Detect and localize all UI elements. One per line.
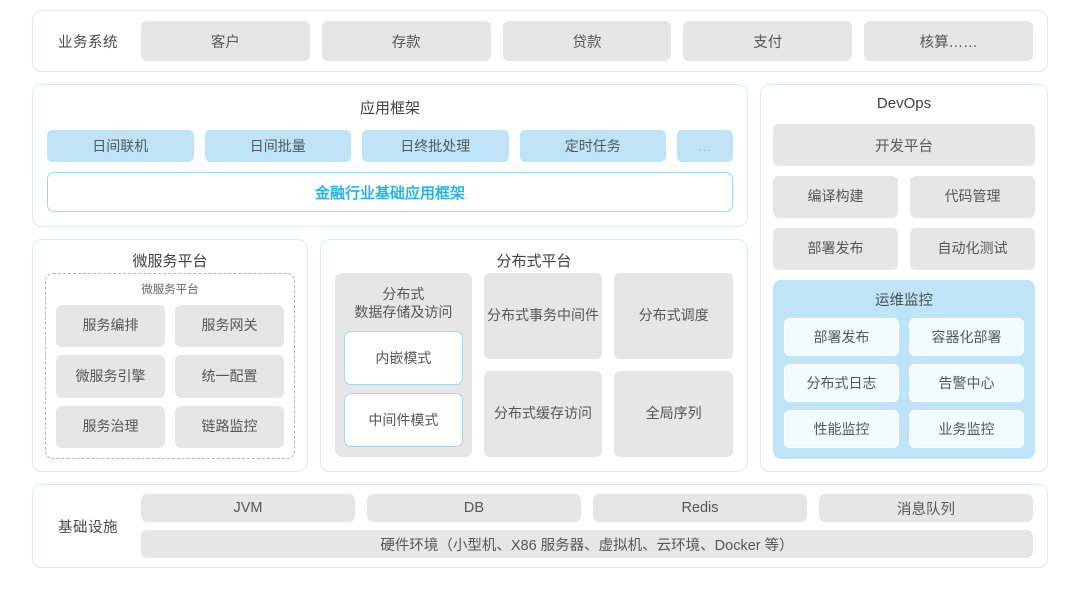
ops-cell-deploy-release[interactable]: 部署发布: [784, 318, 899, 356]
devops-panel: DevOps 开发平台 编译构建 代码管理 部署发布 自动化测试 运维监控 部署…: [760, 84, 1048, 472]
application-framework-title: 应用框架: [359, 100, 420, 117]
devops-title: DevOps: [876, 95, 932, 112]
devops-tile-dev-platform[interactable]: 开发平台: [773, 124, 1035, 166]
dist-card-data-storage-title: 分布式 数据存储及访问: [344, 283, 463, 323]
devops-cell-code-management[interactable]: 代码管理: [910, 176, 1035, 218]
devops-grid: 编译构建 代码管理 部署发布 自动化测试: [773, 176, 1035, 270]
microservice-platform-inner-title: 微服务平台: [141, 284, 199, 296]
msp-cell-microservice-engine[interactable]: 微服务引擎: [56, 355, 165, 398]
msp-cell-link-monitoring[interactable]: 链路监控: [175, 405, 284, 448]
infrastructure-panel: 基础设施 JVM DB Redis 消息队列 硬件环境（小型机、X86 服务器、…: [32, 484, 1048, 568]
ops-monitoring-title: 运维监控: [875, 293, 933, 309]
dist-cell-cache-access[interactable]: 分布式 缓存访问: [483, 371, 603, 457]
msp-cell-service-orchestration[interactable]: 服务编排: [56, 305, 165, 348]
infra-tile-jvm[interactable]: JVM: [141, 494, 355, 522]
infra-tile-db[interactable]: DB: [367, 494, 581, 522]
business-tile-customer[interactable]: 客户: [141, 21, 310, 61]
ops-monitoring-panel: 运维监控 部署发布 容器化部署 分布式日志 告警中心 性能监控 业务监控: [773, 280, 1035, 459]
distributed-platform-title: 分布式平台: [496, 253, 572, 270]
devops-cell-deploy-release[interactable]: 部署发布: [773, 228, 898, 270]
infrastructure-tiles: JVM DB Redis 消息队列: [141, 494, 1033, 522]
microservice-platform-panel: 微服务平台 微服务平台 服务编排 服务网关 微服务引擎 统一配置 服务治理 链路…: [32, 239, 308, 472]
microservice-platform-inner-box: 微服务平台 服务编排 服务网关 微服务引擎 统一配置 服务治理 链路监控: [45, 273, 295, 459]
dist-mode-middleware[interactable]: 中间件模式: [344, 393, 463, 447]
business-tile-accounting[interactable]: 核算……: [864, 21, 1033, 61]
dist-cell-2-line1: 分布式: [494, 405, 537, 422]
devops-cell-automated-testing[interactable]: 自动化测试: [910, 228, 1035, 270]
dist-cell-transaction-middleware[interactable]: 分布式 事务中间件: [483, 273, 603, 359]
application-framework-panel: 应用框架 日间联机 日间批量 日终批处理 定时任务 ... 金融行业基础应用框架: [32, 84, 748, 227]
devops-cell-compile-build[interactable]: 编译构建: [773, 176, 898, 218]
infra-hardware-environment[interactable]: 硬件环境（小型机、X86 服务器、虚拟机、云环境、Docker 等）: [141, 530, 1033, 558]
distributed-platform-panel: 分布式平台 分布式 数据存储及访问 内嵌模式 中间件模式: [320, 239, 748, 472]
dist-cell-2-line2: 缓存访问: [536, 405, 593, 422]
business-systems-label: 业务系统: [58, 34, 118, 51]
appfw-tag-more[interactable]: ...: [677, 130, 733, 162]
msp-cell-service-gateway[interactable]: 服务网关: [175, 305, 284, 348]
business-tile-deposit[interactable]: 存款: [321, 21, 491, 61]
devops-column: DevOps 开发平台 编译构建 代码管理 部署发布 自动化测试 运维监控 部署…: [760, 84, 1048, 472]
business-tile-loan[interactable]: 贷款: [502, 21, 672, 61]
dist-cell-global-sequence[interactable]: 全局序列: [614, 371, 733, 457]
ops-cell-business-monitoring[interactable]: 业务监控: [909, 410, 1024, 448]
msp-cell-unified-config[interactable]: 统一配置: [175, 355, 284, 398]
distributed-platform-grid: 分布式 事务中间件 分布式调度 分布式 缓存访问 全局序列: [483, 273, 733, 457]
infra-tile-message-queue[interactable]: 消息队列: [819, 494, 1033, 522]
middle-section: 应用框架 日间联机 日间批量 日终批处理 定时任务 ... 金融行业基础应用框架…: [32, 84, 1048, 472]
dist-card-data-storage[interactable]: 分布式 数据存储及访问 内嵌模式 中间件模式: [335, 273, 472, 457]
appfw-tag-daytime-batch[interactable]: 日间批量: [204, 130, 351, 162]
microservice-platform-grid: 服务编排 服务网关 微服务引擎 统一配置 服务治理 链路监控: [56, 305, 284, 448]
application-framework-tags: 日间联机 日间批量 日终批处理 定时任务 ...: [47, 130, 733, 162]
dist-cell-0-line2: 事务中间件: [529, 307, 600, 324]
dist-storage-title-line1: 分布式: [382, 286, 425, 302]
appfw-tag-scheduled-task[interactable]: 定时任务: [519, 130, 666, 162]
infrastructure-label: 基础设施: [58, 519, 118, 536]
ops-cell-containerized-deploy[interactable]: 容器化部署: [909, 318, 1024, 356]
dist-cell-0-line1: 分布式: [487, 307, 530, 324]
appfw-tag-eod-batch[interactable]: 日终批处理: [362, 130, 509, 162]
ops-cell-performance-monitoring[interactable]: 性能监控: [784, 410, 899, 448]
dist-mode-embedded[interactable]: 内嵌模式: [344, 331, 463, 385]
dist-storage-title-line2: 数据存储及访问: [354, 303, 453, 320]
financial-base-framework-bar[interactable]: 金融行业基础应用框架: [47, 172, 733, 212]
ops-monitoring-grid: 部署发布 容器化部署 分布式日志 告警中心 性能监控 业务监控: [784, 318, 1024, 448]
dist-cell-scheduling[interactable]: 分布式调度: [614, 273, 733, 359]
platform-column: 应用框架 日间联机 日间批量 日终批处理 定时任务 ... 金融行业基础应用框架…: [32, 84, 748, 472]
distributed-platform-body: 分布式 数据存储及访问 内嵌模式 中间件模式 分布式 事务中间件 分布式调度: [335, 273, 733, 457]
business-tile-payment[interactable]: 支付: [683, 21, 853, 61]
infra-tile-redis[interactable]: Redis: [593, 494, 807, 522]
infrastructure-stack: JVM DB Redis 消息队列 硬件环境（小型机、X86 服务器、虚拟机、云…: [141, 494, 1033, 558]
msp-cell-service-governance[interactable]: 服务治理: [56, 405, 165, 448]
microservice-platform-title: 微服务平台: [132, 253, 208, 270]
ops-cell-distributed-logs[interactable]: 分布式日志: [784, 364, 899, 402]
lower-platforms: 微服务平台 微服务平台 服务编排 服务网关 微服务引擎 统一配置 服务治理 链路…: [32, 239, 748, 472]
ops-cell-alert-center[interactable]: 告警中心: [909, 364, 1024, 402]
business-systems-panel: 业务系统 客户 存款 贷款 支付 核算……: [32, 10, 1048, 72]
business-systems-tiles: 客户 存款 贷款 支付 核算……: [141, 21, 1033, 61]
appfw-tag-daytime-online[interactable]: 日间联机: [47, 130, 194, 162]
